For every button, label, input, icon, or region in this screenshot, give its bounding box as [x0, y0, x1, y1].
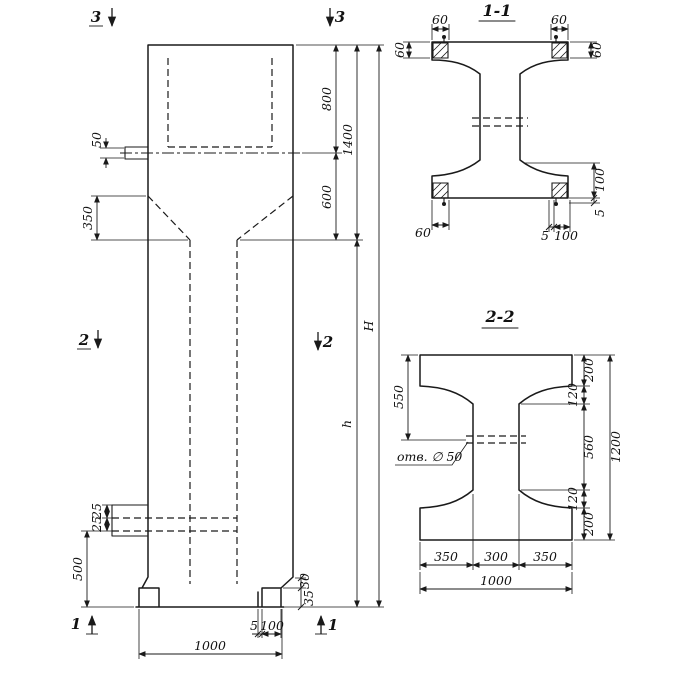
dim-foot-5 [252, 630, 266, 638]
dim-60-tr-label: 60 [551, 12, 567, 27]
dim-35-label: 35 [301, 590, 316, 606]
column-outline [135, 44, 294, 608]
dim-350-left-label: 350 [434, 549, 458, 564]
elevation-view: 800 600 1400 H h 50 350 25 25 500 30 35 … [70, 8, 384, 659]
dim-1200-label: 1200 [608, 431, 623, 463]
extension-lines [81, 44, 384, 659]
cut-label-1-left: 1 [71, 615, 81, 633]
dim-25b-label: 25 [89, 516, 104, 533]
dim-200-top-label: 200 [581, 358, 596, 383]
cut-label-2-right: 2 [322, 333, 333, 351]
dim-100-side-label: 100 [592, 168, 607, 192]
dim-120-top-label: 120 [565, 383, 580, 407]
dim-350-right-label: 350 [533, 549, 557, 564]
dim-350-label: 350 [80, 206, 95, 230]
section-markers: 3 3 2 2 1 1 [71, 8, 345, 635]
angle-hatch [432, 42, 568, 199]
section-2-2-view: 2-2 отв. ∅ 50 550 200 120 560 120 200 12… [391, 307, 623, 594]
dim-550-label: 550 [391, 385, 406, 409]
cut-label-1-right: 1 [328, 616, 338, 634]
section-1-1-view: 1-1 60 60 60 60 60 5 100 100 5 [392, 1, 607, 243]
hidden-lines [112, 58, 294, 584]
dim-1000-label: 1000 [194, 638, 226, 653]
dim-120-bottom-label: 120 [565, 487, 580, 511]
anchor-stubs [443, 38, 557, 203]
section-2-2-hole-hidden [466, 435, 526, 444]
dim-60-left-label: 60 [392, 42, 407, 58]
section-2-2-outline [419, 354, 573, 541]
dim-60-bl-label: 60 [415, 225, 431, 240]
anchor-dot-tr [554, 35, 558, 39]
dim-25a-label: 25 [89, 503, 104, 520]
dim-560-label: 560 [581, 435, 596, 459]
hole-leader [395, 441, 469, 466]
anchor-dot-bl [442, 202, 446, 206]
dim-foot-30-35 [297, 574, 305, 611]
corner-angles [432, 35, 568, 206]
section-1-1-outline [431, 41, 569, 199]
embedded-plate-tabs [111, 146, 149, 537]
dim-50-label: 50 [89, 132, 104, 148]
dim-600-label: 600 [319, 185, 334, 209]
anchor-dot-tl [442, 35, 446, 39]
cut-label-3-left: 3 [91, 8, 101, 26]
dim-h-label: h [339, 420, 354, 428]
section-2-2-title: 2-2 [485, 307, 515, 326]
angle-plates [432, 42, 568, 199]
dim-foot100-label: 100 [260, 618, 284, 633]
section-1-1-title: 1-1 [483, 1, 512, 20]
dim-foot5-label: 5 [250, 618, 258, 633]
dim-200-bottom-label: 200 [581, 512, 596, 537]
dim-5-side [590, 194, 598, 207]
cut-label-3-right: 3 [335, 8, 345, 26]
dim-500-label: 500 [70, 557, 85, 581]
section-1-1-hole-hidden [472, 117, 528, 127]
dim-5-bottom-label: 5 [541, 228, 549, 243]
dim-1400-label: 1400 [340, 124, 355, 156]
dim-300-label: 300 [484, 549, 508, 564]
dim-60-right-label: 60 [589, 42, 604, 58]
dim-100-bottom-label: 100 [554, 228, 578, 243]
hole-label: отв. ∅ 50 [397, 449, 462, 464]
section-1-1-extensions [403, 24, 600, 232]
dim-1000-label: 1000 [480, 573, 512, 588]
dim-H-label: H [361, 319, 376, 332]
cut-label-2-left: 2 [78, 331, 89, 349]
dim-60-tl-label: 60 [432, 12, 448, 27]
dim-5-side-label: 5 [592, 209, 607, 217]
dim-30-label: 30 [297, 573, 312, 589]
anchor-dot-br [554, 202, 558, 206]
dim-800-label: 800 [319, 87, 334, 111]
